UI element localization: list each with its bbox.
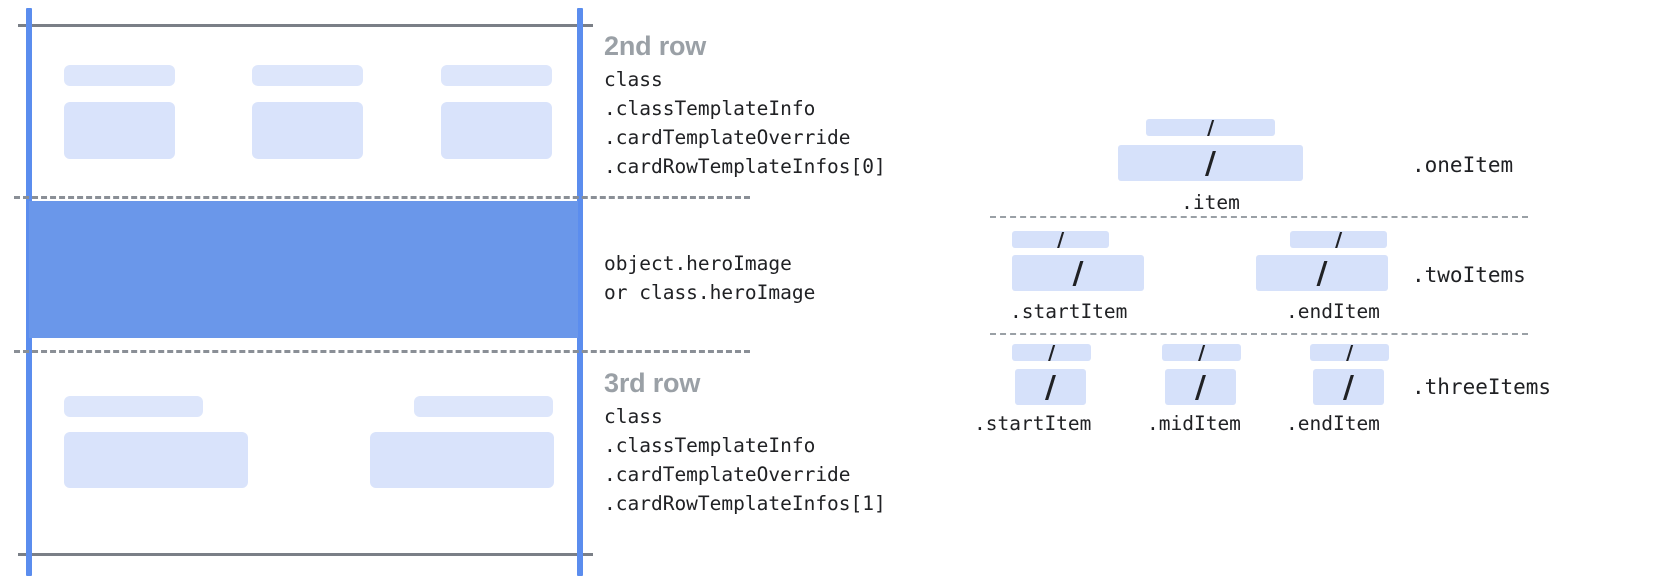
row2-col3-label-chip	[441, 65, 552, 86]
slash-glyph: /	[1316, 255, 1328, 291]
row2-col1-label-chip	[64, 65, 175, 86]
two-items-row-label: .twoItems	[1412, 263, 1526, 287]
one-item-label-box: /	[1146, 119, 1275, 136]
row3-col1-value-chip	[64, 432, 248, 488]
row2-col2-label-chip	[252, 65, 363, 86]
row2-col3-value-chip	[441, 102, 552, 159]
card-bottom-rule	[18, 553, 593, 556]
two-items-separator	[990, 333, 1528, 335]
three-items-mid-value-box: /	[1165, 369, 1236, 405]
annotation-third-row: 3rd row class .classTemplateInfo .cardTe…	[604, 368, 964, 518]
hero-image-band	[29, 201, 578, 338]
one-item-caption-item: .item	[1181, 191, 1240, 214]
three-items-start-label-box: /	[1012, 344, 1091, 361]
slash-glyph: /	[1334, 231, 1343, 248]
three-items-mid-label-box: /	[1162, 344, 1241, 361]
one-item-separator	[990, 216, 1528, 218]
slash-glyph: /	[1045, 369, 1056, 405]
two-items-start-label-box: /	[1012, 231, 1109, 248]
row3-col2-label-chip	[414, 396, 553, 417]
slash-glyph: /	[1206, 119, 1215, 136]
three-items-caption-start: .startItem	[974, 412, 1092, 435]
hero-bottom-dash-rule	[14, 350, 750, 353]
row3-col1-label-chip	[64, 396, 203, 417]
row2-col2-value-chip	[252, 102, 363, 159]
two-items-caption-end: .endItem	[1286, 300, 1380, 323]
hero-top-dash-rule	[14, 196, 750, 199]
annotation-second-row: 2nd row class .classTemplateInfo .cardTe…	[604, 31, 964, 181]
two-items-end-label-box: /	[1290, 231, 1387, 248]
three-items-start-value-box: /	[1015, 369, 1086, 405]
slash-glyph: /	[1345, 344, 1354, 361]
slash-glyph: /	[1205, 145, 1216, 181]
row2-col1-value-chip	[64, 102, 175, 159]
three-items-end-value-box: /	[1313, 369, 1384, 405]
three-items-end-label-box: /	[1310, 344, 1389, 361]
third-row-code: class .classTemplateInfo .cardTemplateOv…	[604, 405, 886, 515]
slash-glyph: /	[1047, 344, 1056, 361]
one-item-row-label: .oneItem	[1412, 153, 1514, 177]
slash-glyph: /	[1197, 344, 1206, 361]
second-row-code: class .classTemplateInfo .cardTemplateOv…	[604, 68, 886, 178]
card-top-rule	[18, 24, 593, 27]
two-items-start-value-box: /	[1012, 255, 1144, 291]
two-items-caption-start: .startItem	[1010, 300, 1128, 323]
third-row-title: 3rd row	[604, 368, 701, 398]
slash-glyph: /	[1195, 369, 1206, 405]
second-row-title: 2nd row	[604, 31, 707, 61]
slash-glyph: /	[1056, 231, 1065, 248]
slash-glyph: /	[1343, 369, 1354, 405]
hero-row-code: object.heroImage or class.heroImage	[604, 252, 816, 304]
three-items-caption-mid: .midItem	[1147, 412, 1241, 435]
one-item-value-box: /	[1118, 145, 1303, 181]
slash-glyph: /	[1072, 255, 1084, 291]
annotation-hero-row: object.heroImage or class.heroImage	[604, 249, 964, 307]
three-items-caption-end: .endItem	[1286, 412, 1380, 435]
row3-col2-value-chip	[370, 432, 554, 488]
card-right-guide	[577, 8, 583, 576]
three-items-row-label: .threeItems	[1412, 375, 1552, 399]
two-items-end-value-box: /	[1256, 255, 1388, 291]
left-card-template-diagram	[0, 0, 750, 584]
